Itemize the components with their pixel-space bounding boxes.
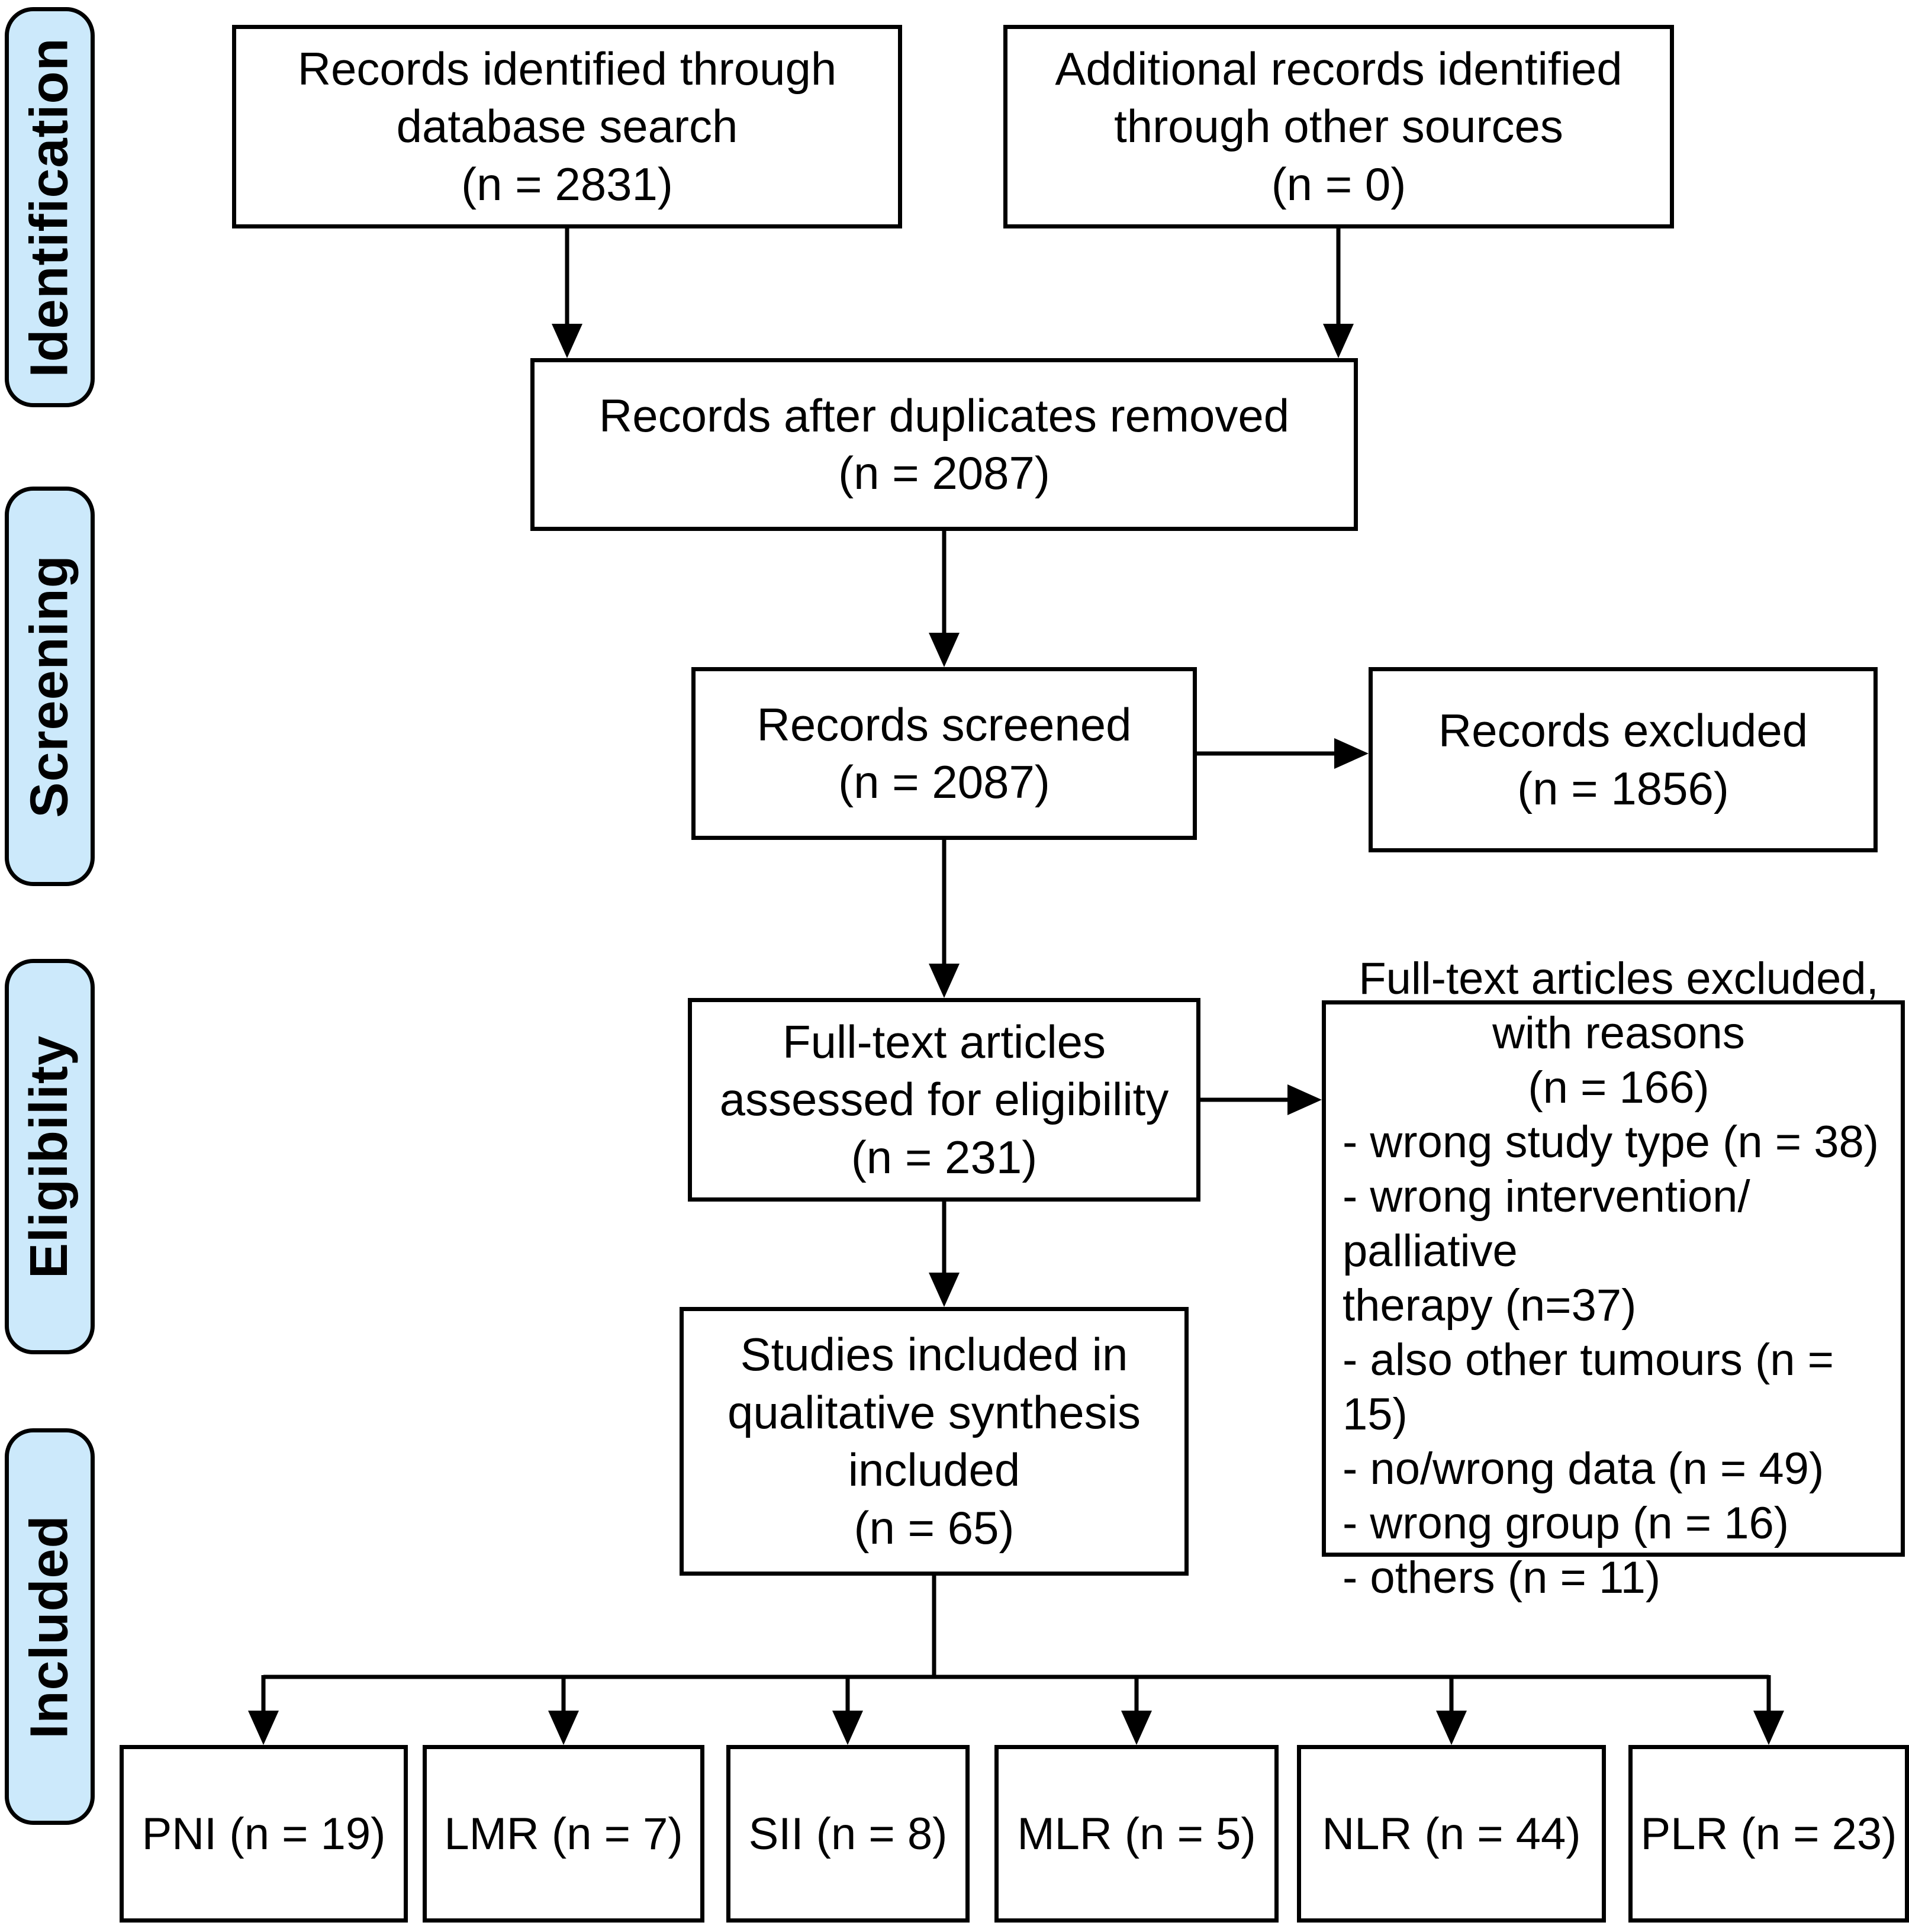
arrow-additional-to-dedup [1323,228,1354,358]
stage-label-identification-text: Identification [20,37,79,377]
arrow-screened-to-fulltext [929,840,960,998]
arrow-fulltext-to-synthesis [929,1202,960,1307]
box-fulltext-excluded-reasons: - wrong study type (n = 38) - wrong inte… [1343,1117,1879,1603]
box-records-identified-text: Records identified through database sear… [297,42,837,210]
arrow-rail-to-nlr [1436,1675,1467,1745]
box-duplicates-removed-text: Records after duplicates removed (n = 20… [598,389,1290,500]
box-records-screened-text: Records screened (n = 2087) [756,698,1132,809]
box-outcome-lmr-text: LMR (n = 7) [444,1808,683,1859]
box-outcome-pni-text: PNI (n = 19) [141,1808,386,1859]
box-records-excluded-text: Records excluded (n = 1856) [1438,704,1808,814]
box-outcome-plr: PLR (n = 23) [1628,1745,1909,1923]
box-additional-records-text: Additional records identified through ot… [1055,42,1623,210]
stage-label-screening-text: Screening [20,555,79,818]
arrow-rail-to-pni [248,1675,279,1745]
box-outcome-sii: SII (n = 8) [726,1745,970,1923]
box-outcome-plr-text: PLR (n = 23) [1640,1808,1897,1859]
box-outcome-lmr: LMR (n = 7) [423,1745,704,1923]
box-outcome-mlr: MLR (n = 5) [994,1745,1279,1923]
box-qualitative-synthesis-text: Studies included in qualitative synthesi… [727,1328,1141,1554]
arrow-identified-to-dedup [552,228,582,358]
stage-label-included-text: Included [20,1514,79,1739]
stage-label-eligibility: Eligibility [5,959,95,1354]
arrow-rail-to-plr [1753,1675,1784,1745]
stage-label-eligibility-text: Eligibility [20,1035,79,1279]
arrow-rail-to-lmr [548,1675,579,1745]
box-outcome-sii-text: SII (n = 8) [748,1808,948,1859]
stage-label-identification: Identification [5,7,95,407]
box-qualitative-synthesis: Studies included in qualitative synthesi… [680,1307,1189,1576]
box-records-excluded: Records excluded (n = 1856) [1369,667,1878,852]
arrow-dedup-to-screened [929,531,960,667]
box-duplicates-removed: Records after duplicates removed (n = 20… [530,358,1358,531]
box-outcome-pni: PNI (n = 19) [120,1745,408,1923]
arrow-rail-to-sii [832,1675,863,1745]
arrow-rail-to-mlr [1121,1675,1152,1745]
box-records-identified: Records identified through database sear… [232,25,902,228]
arrow-screened-to-excluded [1197,738,1369,769]
box-outcome-nlr: NLR (n = 44) [1297,1745,1606,1923]
stage-label-included: Included [5,1428,95,1825]
connector-synthesis-to-rail [263,1576,1769,1679]
box-fulltext-assessed-text: Full-text articles assessed for eligibil… [719,1015,1169,1183]
box-fulltext-excluded-title: Full-text articles excluded, with reason… [1358,954,1879,1113]
box-records-screened: Records screened (n = 2087) [691,667,1197,840]
box-fulltext-assessed: Full-text articles assessed for eligibil… [688,998,1200,1202]
box-outcome-nlr-text: NLR (n = 44) [1322,1808,1581,1859]
stage-label-screening: Screening [5,487,95,886]
arrow-fulltext-to-excluded [1200,1084,1322,1115]
box-additional-records: Additional records identified through ot… [1003,25,1674,228]
box-outcome-mlr-text: MLR (n = 5) [1017,1808,1256,1859]
box-fulltext-excluded: Full-text articles excluded, with reason… [1322,954,1905,1603]
